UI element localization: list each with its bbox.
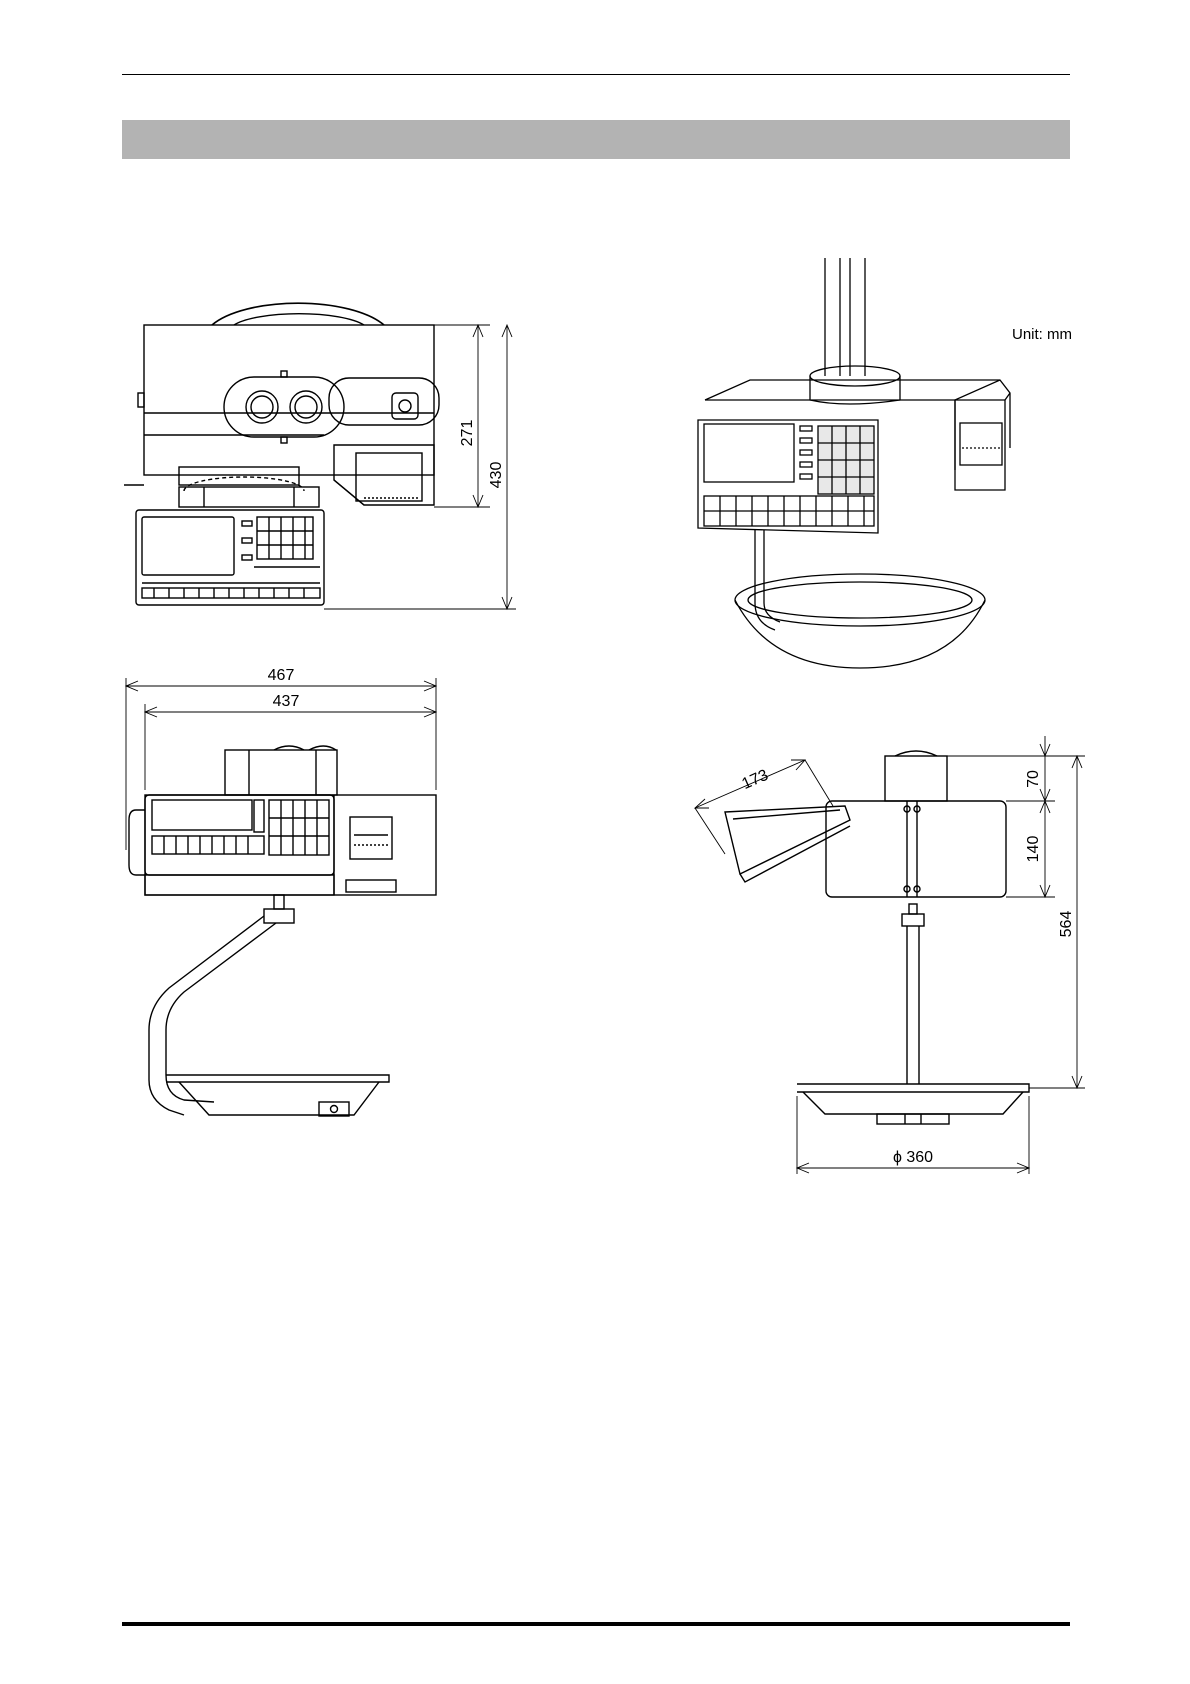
pole-clamp-oval	[224, 377, 344, 437]
front-head-block	[225, 750, 337, 795]
pole-mount-plate	[329, 378, 439, 425]
dim-173-label: 173	[740, 767, 771, 793]
side-tray-rim	[797, 1084, 1029, 1092]
top-view-drawing: 271 430	[124, 285, 524, 615]
front-tray-rim	[166, 1075, 389, 1082]
dim-140-label: 140	[1025, 836, 1042, 863]
side-view-drawing: 173 70 140 564 ϕ 360	[685, 724, 1090, 1184]
front-view-drawing: 467 437	[124, 670, 454, 1170]
front-view-svg: 467 437	[124, 670, 454, 1170]
side-head-block	[885, 756, 947, 801]
top-view-operator-panel	[136, 510, 324, 605]
recycle-icon	[392, 393, 418, 419]
dim-430-label: 430	[488, 462, 505, 489]
dim-564-label: 564	[1058, 911, 1075, 938]
section-title-bar	[122, 120, 1070, 159]
dim-467-label: 467	[268, 667, 295, 684]
perspective-view-svg: Unit: mm	[690, 258, 1090, 676]
dim-70-label: 70	[1025, 770, 1042, 788]
footer-rule	[122, 1622, 1070, 1626]
dim-360-label: ϕ 360	[893, 1149, 933, 1166]
perspective-view-drawing: Unit: mm	[690, 258, 1090, 676]
side-tilted-display	[725, 806, 850, 874]
side-view-svg: 173 70 140 564 ϕ 360	[685, 724, 1090, 1184]
dim-271-label: 271	[459, 420, 476, 447]
header-rule	[122, 74, 1070, 75]
top-view-svg: 271 430	[124, 285, 524, 615]
unit-label: Unit: mm	[1012, 326, 1072, 343]
dim-437-label: 437	[273, 693, 300, 710]
side-body-outline	[826, 801, 1006, 897]
